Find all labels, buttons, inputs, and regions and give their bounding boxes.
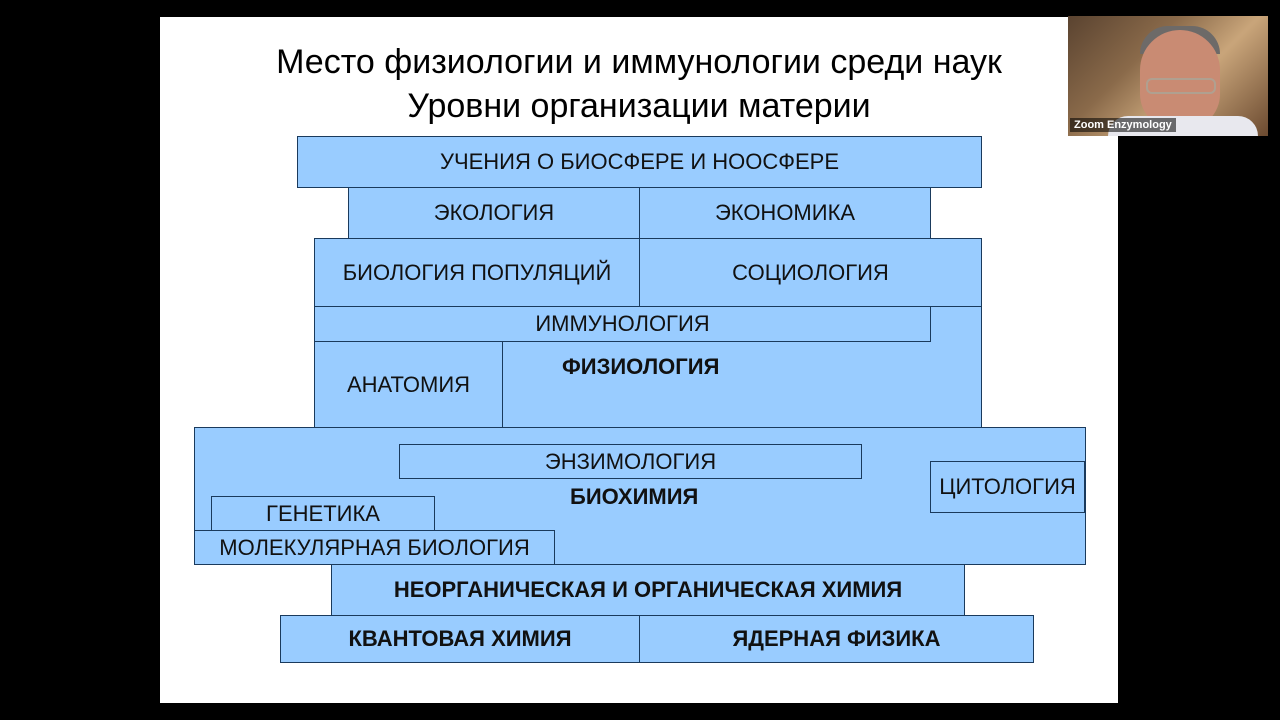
slide-title-line2: Уровни организации материи (407, 87, 871, 125)
block-cytology: ЦИТОЛОГИЯ (930, 461, 1085, 513)
block-enzymology: ЭНЗИМОЛОГИЯ (399, 444, 862, 479)
block-genetics: ГЕНЕТИКА (211, 496, 435, 531)
slide-title-line1: Место физиологии и иммунологии среди нау… (276, 43, 1002, 81)
label-biochemistry: БИОХИМИЯ (570, 484, 699, 509)
block-molecular-biology: МОЛЕКУЛЯРНАЯ БИОЛОГИЯ (194, 530, 555, 565)
participant-name-label: Zoom Enzymology (1070, 118, 1176, 132)
label-physiology: ФИЗИОЛОГИЯ (562, 354, 720, 379)
block-population-biology: БИОЛОГИЯ ПОПУЛЯЦИЙ (314, 238, 640, 307)
slide-title: Место физиологии и иммунологии среди нау… (160, 40, 1118, 128)
block-quantum-chemistry: КВАНТОВАЯ ХИМИЯ (280, 615, 640, 663)
block-biosphere: УЧЕНИЯ О БИОСФЕРЕ И НООСФЕРЕ (297, 136, 982, 188)
block-inorganic-organic-chemistry: НЕОРГАНИЧЕСКАЯ И ОРГАНИЧЕСКАЯ ХИМИЯ (331, 564, 965, 616)
video-person-glasses (1146, 78, 1216, 94)
block-immunology: ИММУНОЛОГИЯ (314, 306, 931, 342)
block-sociology: СОЦИОЛОГИЯ (639, 238, 982, 307)
participant-video[interactable] (1068, 16, 1268, 136)
video-person-face (1140, 30, 1220, 130)
block-anatomy: АНАТОМИЯ (314, 341, 503, 428)
block-economics: ЭКОНОМИКА (639, 187, 931, 239)
block-ecology: ЭКОЛОГИЯ (348, 187, 640, 239)
block-nuclear-physics: ЯДЕРНАЯ ФИЗИКА (639, 615, 1034, 663)
